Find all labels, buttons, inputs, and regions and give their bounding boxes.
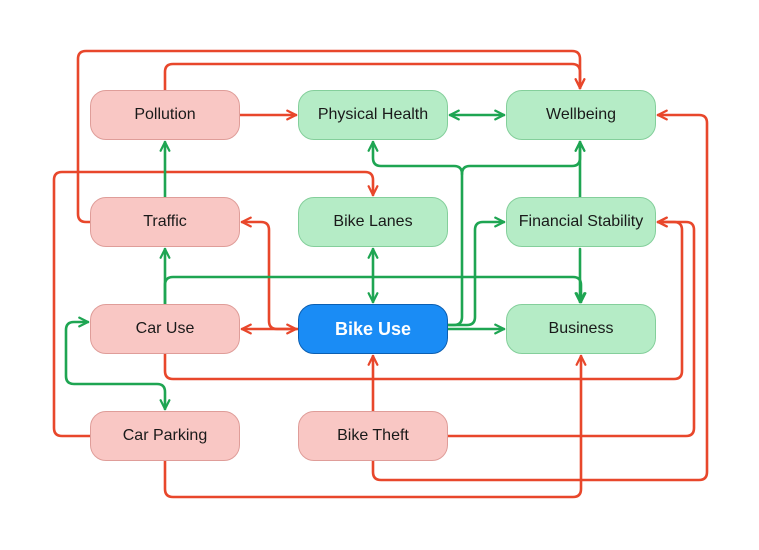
node-financial-stability: Financial Stability bbox=[506, 197, 656, 247]
link-bike-use-to-financial-stability bbox=[446, 216, 506, 327]
node-wellbeing: Wellbeing bbox=[506, 90, 656, 140]
link-car-parking-to-business bbox=[163, 354, 587, 499]
node-car-use: Car Use bbox=[90, 304, 240, 354]
link-car-parking-to-bike-lanes bbox=[52, 170, 379, 438]
link-bike-use-to-physical-health bbox=[367, 140, 464, 327]
link-car-use-car-parking bbox=[64, 316, 171, 411]
negative-links bbox=[52, 49, 709, 499]
link-bike-use-to-wellbeing bbox=[460, 140, 586, 176]
node-bike-lanes: Bike Lanes bbox=[298, 197, 448, 247]
node-traffic: Traffic bbox=[90, 197, 240, 247]
link-bike-use-to-traffic bbox=[240, 216, 300, 331]
node-bike-theft: Bike Theft bbox=[298, 411, 448, 461]
link-bike-theft-to-wellbeing bbox=[371, 109, 709, 482]
link-pollution-to-wellbeing bbox=[163, 62, 586, 92]
node-business: Business bbox=[506, 304, 656, 354]
link-bike-theft-to-financial-stability bbox=[446, 216, 696, 438]
node-pollution: Pollution bbox=[90, 90, 240, 140]
node-car-parking: Car Parking bbox=[90, 411, 240, 461]
node-bike-use: Bike Use bbox=[298, 304, 448, 354]
node-physical-health: Physical Health bbox=[298, 90, 448, 140]
link-traffic-to-wellbeing bbox=[76, 49, 586, 224]
positive-links bbox=[64, 109, 587, 411]
